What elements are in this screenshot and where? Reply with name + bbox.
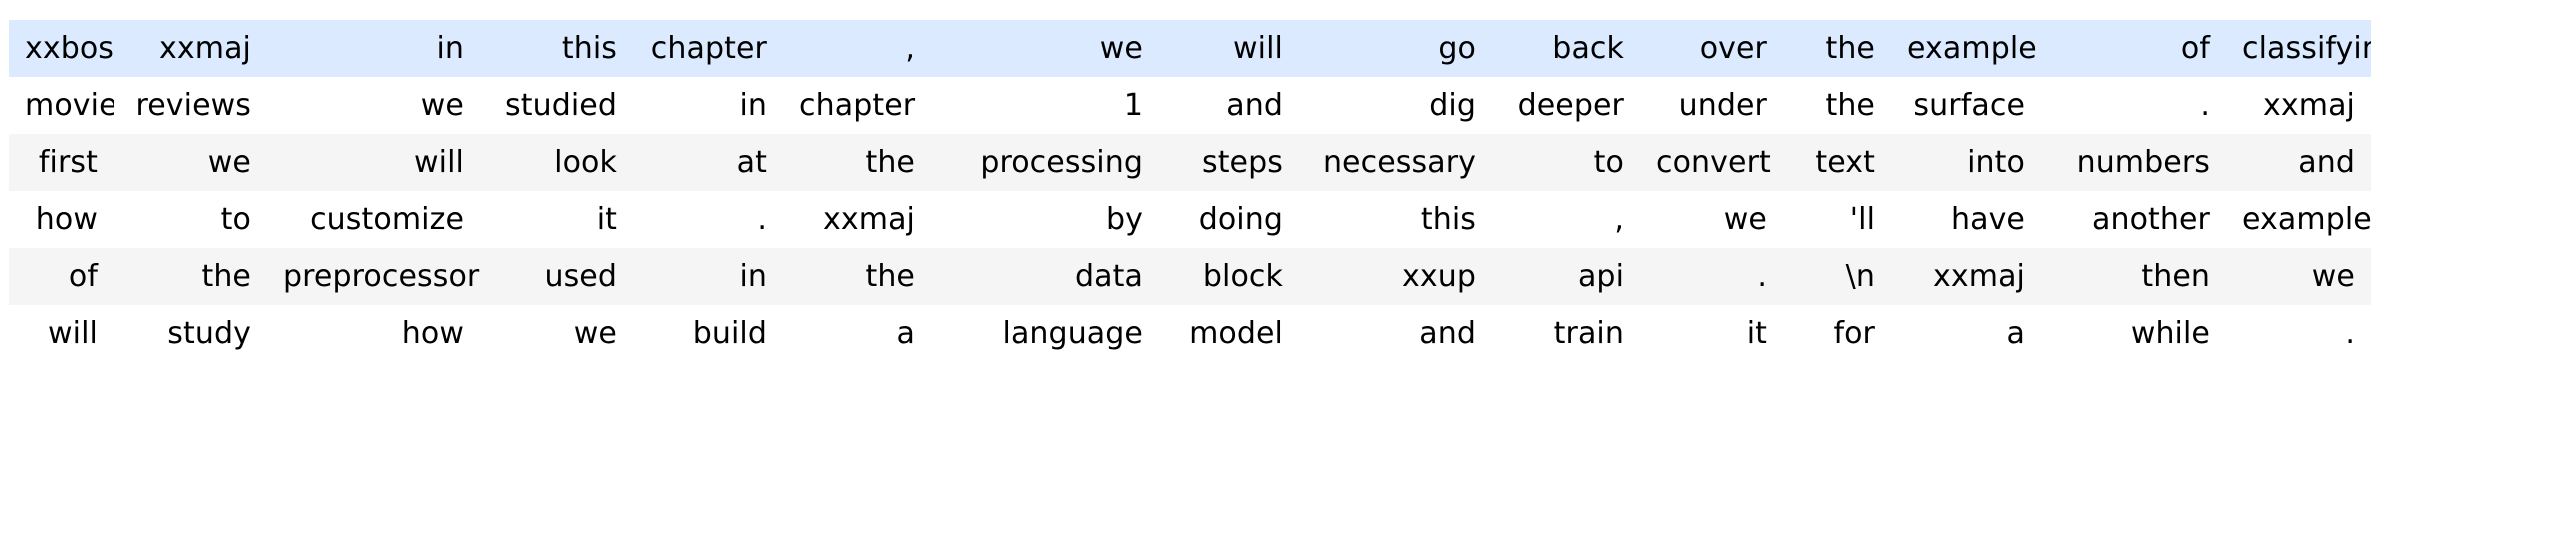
token-cell: in [633,77,783,134]
token-cell: text [1783,134,1891,191]
token-cell: dig [1299,77,1492,134]
token-cell: back [1492,20,1640,77]
token-cell: over [1640,20,1783,77]
token-cell: surface [1891,77,2041,134]
token-cell: build [633,305,783,362]
token-cell: go [1299,20,1492,77]
token-cell: first [9,134,114,191]
token-cell: the [1783,20,1891,77]
token-cell: xxmaj [114,20,267,77]
token-cell: necessary [1299,134,1492,191]
token-cell: xxmaj [2226,77,2371,134]
token-cell: in [267,20,480,77]
token-cell: preprocessor [267,248,480,305]
token-cell: classifying [2226,20,2371,77]
token-cell: the [783,134,931,191]
token-cell: chapter [633,20,783,77]
token-cell: 1 [931,77,1159,134]
token-cell: xxbos [9,20,114,77]
token-cell: and [2226,134,2371,191]
token-cell: we [114,134,267,191]
token-cell: will [1159,20,1299,77]
token-cell: 'll [1783,191,1891,248]
token-cell: by [931,191,1159,248]
token-cell: it [480,191,633,248]
token-cell: movie [9,77,114,134]
token-cell: it [1640,305,1783,362]
token-cell: study [114,305,267,362]
token-cell: while [2041,305,2226,362]
token-cell: a [1891,305,2041,362]
token-cell: of [9,248,114,305]
token-cell: another [2041,191,2226,248]
token-cell: we [1640,191,1783,248]
token-cell: we [480,305,633,362]
token-cell: to [114,191,267,248]
token-cell: , [1492,191,1640,248]
token-cell: customize [267,191,480,248]
token-cell: . [1640,248,1783,305]
token-cell: this [480,20,633,77]
token-cell: in [633,248,783,305]
token-cell: . [633,191,783,248]
token-cell: . [2226,305,2371,362]
token-cell: doing [1159,191,1299,248]
token-cell: chapter [783,77,931,134]
token-cell: train [1492,305,1640,362]
token-cell: deeper [1492,77,1640,134]
token-cell: the [783,248,931,305]
token-cell: how [9,191,114,248]
token-cell: processing [931,134,1159,191]
token-cell: studied [480,77,633,134]
token-cell: to [1492,134,1640,191]
token-cell: and [1299,305,1492,362]
token-cell: api [1492,248,1640,305]
token-cell: block [1159,248,1299,305]
token-cell: we [2226,248,2371,305]
token-cell: the [114,248,267,305]
token-cell: for [1783,305,1891,362]
token-cell: used [480,248,633,305]
token-cell: look [480,134,633,191]
token-cell: data [931,248,1159,305]
token-cell: convert [1640,134,1783,191]
token-cell: we [267,77,480,134]
token-cell: of [2041,20,2226,77]
token-cell: and [1159,77,1299,134]
token-cell: xxmaj [783,191,931,248]
token-cell: model [1159,305,1299,362]
token-cell: a [783,305,931,362]
token-cell: the [1783,77,1891,134]
token-cell: example [1891,20,2041,77]
token-cell: xxmaj [1891,248,2041,305]
token-cell: will [9,305,114,362]
token-cell: under [1640,77,1783,134]
token-cell: xxup [1299,248,1492,305]
token-cell: this [1299,191,1492,248]
token-cell: steps [1159,134,1299,191]
token-cell: we [931,20,1159,77]
token-cell: into [1891,134,2041,191]
token-cell: then [2041,248,2226,305]
token-cell: language [931,305,1159,362]
token-cell: example [2226,191,2371,248]
token-cell: have [1891,191,2041,248]
token-cell: how [267,305,480,362]
token-cell: at [633,134,783,191]
token-cell: \n [1783,248,1891,305]
token-cell: . [2041,77,2226,134]
token-cell: , [783,20,931,77]
token-cell: numbers [2041,134,2226,191]
token-cell: will [267,134,480,191]
token-cell: reviews [114,77,267,134]
